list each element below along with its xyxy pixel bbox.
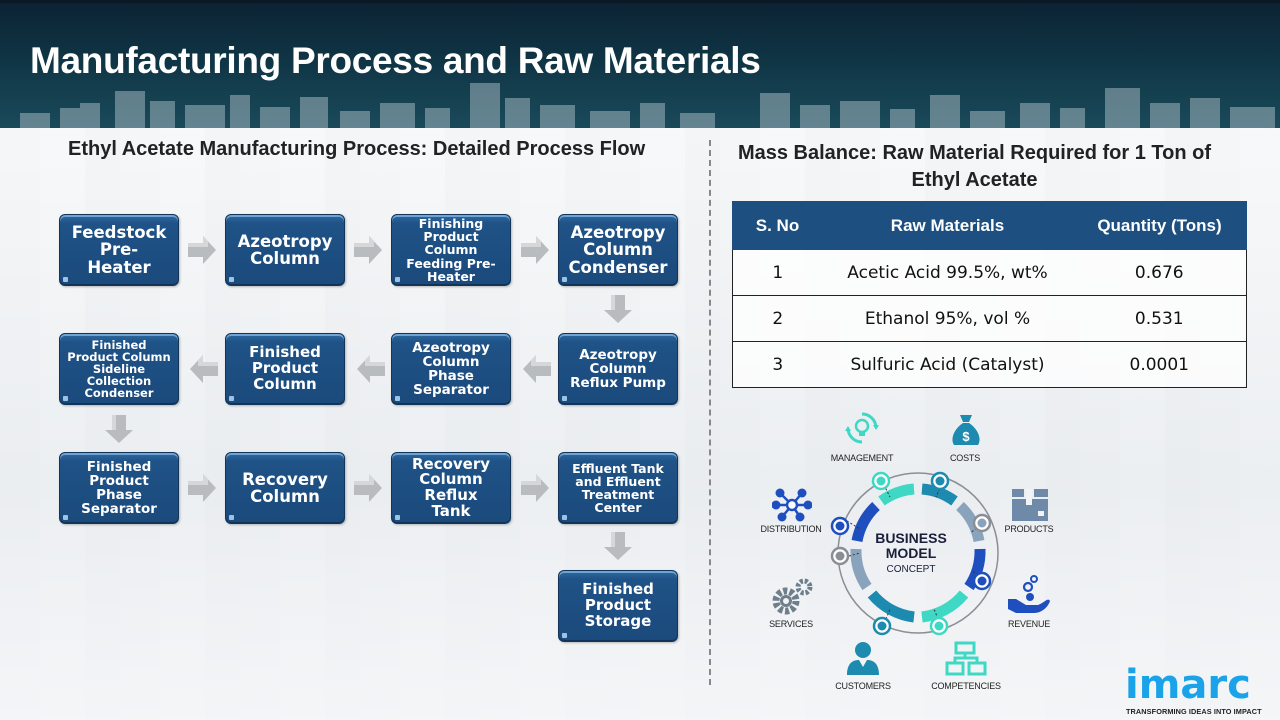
arrow-left-icon	[357, 355, 385, 383]
cell-quantity: 0.676	[1072, 249, 1247, 296]
business-model-ring	[830, 471, 999, 636]
arrow-left-icon	[190, 355, 218, 383]
arrow-left-icon	[523, 355, 551, 383]
money-bag-icon: $	[952, 415, 980, 445]
table-row: 1 Acetic Acid 99.5%, wt% 0.676	[732, 249, 1247, 296]
business-model-title: BUSINESS MODEL	[875, 531, 947, 561]
arrow-right-icon	[521, 236, 549, 264]
arrow-right-icon	[521, 474, 549, 502]
hand-coins-icon	[1008, 575, 1050, 613]
cell-sno: 3	[732, 341, 823, 388]
column-header-quantity: Quantity (Tons)	[1072, 201, 1247, 250]
step-finishing-product-column-feeding-pre-heater: Finishing Product Column Feeding Pre- He…	[391, 214, 511, 286]
mass-balance-table: S. No Raw Materials Quantity (Tons) 1 Ac…	[732, 201, 1247, 388]
table-row: 2 Ethanol 95%, vol % 0.531	[732, 295, 1247, 342]
step-finished-product-phase-separator: Finished Product Phase Separator	[59, 452, 179, 524]
label-revenue: REVENUE	[1007, 619, 1051, 629]
label-products: PRODUCTS	[1004, 524, 1054, 534]
arrow-right-icon	[354, 236, 382, 264]
step-effluent-tank-treatment-center: Effluent Tank and Effluent Treatment Cen…	[558, 452, 678, 524]
svg-text:$: $	[962, 429, 970, 444]
process-flow-title: Ethyl Acetate Manufacturing Process: Det…	[68, 138, 646, 160]
page-title: Manufacturing Process and Raw Materials	[30, 40, 761, 81]
gears-icon	[772, 578, 813, 615]
step-finished-product-column-sideline-collection-condenser: Finished Product Column Sideline Collect…	[59, 333, 179, 405]
arrow-down-icon	[604, 295, 632, 323]
center-line-business: BUSINESS	[875, 530, 947, 546]
city-skyline-graphic	[20, 83, 1275, 128]
label-services: SERVICES	[769, 619, 813, 629]
step-recovery-column: Recovery Column	[225, 452, 345, 524]
section-divider	[709, 140, 711, 685]
label-distribution: DISTRIBUTION	[760, 524, 822, 534]
cell-sno: 2	[732, 295, 823, 342]
box-icon	[1012, 489, 1048, 521]
cell-sno: 1	[732, 249, 823, 296]
table-header-row: S. No Raw Materials Quantity (Tons)	[732, 201, 1247, 250]
arrow-down-icon	[604, 532, 632, 560]
logo-wordmark: imarc	[1125, 662, 1251, 708]
center-line-concept: CONCEPT	[886, 564, 936, 575]
step-azeotropy-column: Azeotropy Column	[225, 214, 345, 286]
label-management: MANAGEMENT	[830, 453, 894, 463]
header-banner: Manufacturing Process and Raw Materials	[0, 0, 1280, 128]
cell-quantity: 0.0001	[1072, 341, 1247, 388]
step-azeotropy-column-phase-separator: Azeotropy Column Phase Separator	[391, 333, 511, 405]
arrow-right-icon	[188, 236, 216, 264]
mass-balance-title: Mass Balance: Raw Material Required for …	[737, 142, 1212, 191]
business-model-graphic: BUSINESS MODEL CONCEPT MANAGEMENT $ COST…	[760, 405, 1070, 695]
step-finished-product-storage: Finished Product Storage	[558, 570, 678, 642]
arrow-right-icon	[188, 474, 216, 502]
column-header-sno: S. No	[732, 201, 823, 250]
table-row: 3 Sulfuric Acid (Catalyst) 0.0001	[732, 341, 1247, 388]
label-costs: COSTS	[949, 453, 981, 463]
step-azeotropy-column-reflux-pump: Azeotropy Column Reflux Pump	[558, 333, 678, 405]
cell-material: Ethanol 95%, vol %	[822, 295, 1073, 342]
person-icon	[847, 642, 879, 675]
org-chart-icon	[945, 641, 987, 676]
cell-material: Sulfuric Acid (Catalyst)	[822, 341, 1073, 388]
step-recovery-column-reflux-tank: Recovery Column Reflux Tank	[391, 452, 511, 524]
center-line-model: MODEL	[885, 545, 937, 561]
cell-material: Acetic Acid 99.5%, wt%	[822, 249, 1073, 296]
step-finished-product-column: Finished Product Column	[225, 333, 345, 405]
label-competencies: COMPETENCIES	[931, 681, 1001, 691]
arrow-down-icon	[105, 415, 133, 443]
network-icon	[772, 488, 812, 522]
imarc-logo: imarc TRANSFORMING IDEAS INTO IMPACT	[1125, 652, 1275, 720]
logo-tagline: TRANSFORMING IDEAS INTO IMPACT	[1126, 707, 1262, 716]
column-header-raw-materials: Raw Materials	[822, 201, 1073, 250]
step-feedstock-pre-heater: Feedstock Pre- Heater	[59, 214, 179, 286]
lightbulb-cycle-icon	[845, 412, 879, 444]
arrow-right-icon	[354, 474, 382, 502]
cell-quantity: 0.531	[1072, 295, 1247, 342]
step-azeotropy-column-condenser: Azeotropy Column Condenser	[558, 214, 678, 286]
label-customers: CUSTOMERS	[835, 681, 891, 691]
